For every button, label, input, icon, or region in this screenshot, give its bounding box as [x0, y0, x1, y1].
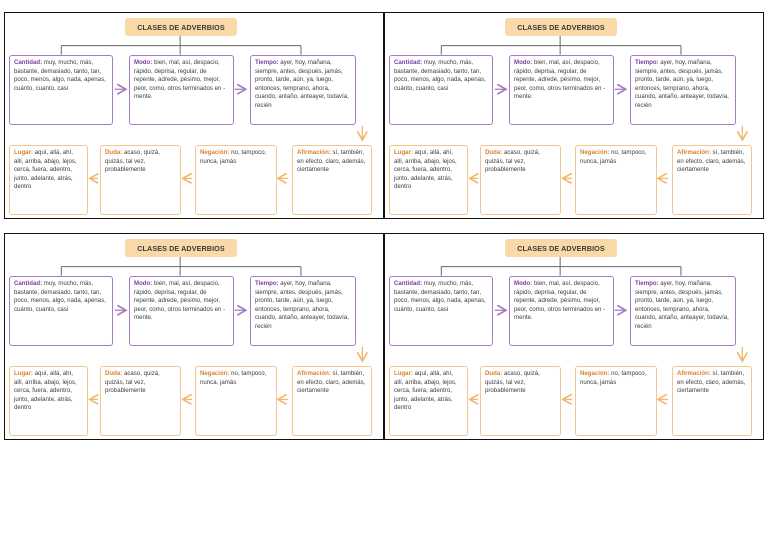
label-negacion: Negación: [580, 370, 610, 377]
diagram-panel-4: CLASES DE ADVERBIOS Cantidad: muy, mucho… [384, 233, 764, 440]
text-cantidad: muy, mucho, más, bastante, demasiado, ta… [394, 280, 486, 313]
label-duda: Duda: [485, 370, 503, 377]
text-tiempo: ayer, hoy, mañana, siempre, antes, despu… [635, 280, 729, 330]
text-afirmacion: sí, también, en efecto, claro, además, c… [677, 149, 746, 174]
box-cantidad: Cantidad: muy, mucho, más, bastante, dem… [389, 55, 493, 125]
label-afirmacion: Afirmación: [297, 370, 331, 377]
box-negacion: Negación: no, tampoco, nunca, jamás [195, 366, 277, 436]
box-cantidad: Cantidad: muy, mucho, más, bastante, dem… [9, 55, 113, 125]
label-duda: Duda: [105, 149, 123, 156]
box-cantidad: Cantidad: muy, mucho, más, bastante, dem… [389, 276, 493, 346]
box-duda: Duda: acaso, quizá, quizás, tal vez, pro… [100, 145, 181, 215]
text-duda: acaso, quizá, quizás, tal vez, probablem… [485, 370, 540, 395]
text-duda: acaso, quizá, quizás, tal vez, probablem… [105, 149, 160, 174]
label-lugar: Lugar: [394, 370, 413, 377]
label-negacion: Negación: [200, 370, 230, 377]
box-afirmacion: Afirmación: sí, también, en efecto, clar… [672, 366, 752, 436]
diagram-title: CLASES DE ADVERBIOS [505, 18, 617, 36]
label-cantidad: Cantidad: [14, 59, 43, 66]
box-afirmacion: Afirmación: sí, también, en efecto, clar… [292, 366, 372, 436]
label-cantidad: Cantidad: [394, 59, 423, 66]
box-modo: Modo: bien, mal, así, despacio, rápido, … [509, 55, 614, 125]
text-modo: bien, mal, así, despacio, rápido, depris… [514, 59, 606, 101]
box-duda: Duda: acaso, quizá, quizás, tal vez, pro… [100, 366, 181, 436]
box-tiempo: Tiempo: ayer, hoy, mañana, siempre, ante… [630, 55, 736, 125]
label-duda: Duda: [105, 370, 123, 377]
text-lugar: aquí, allá, ahí, allí, arriba, abajo, le… [394, 370, 457, 412]
box-afirmacion: Afirmación: sí, también, en efecto, clar… [292, 145, 372, 215]
text-cantidad: muy, mucho, más, bastante, demasiado, ta… [14, 59, 106, 92]
text-negacion: no, tampoco, nunca, jamás [580, 149, 647, 165]
text-modo: bien, mal, así, despacio, rápido, depris… [134, 59, 226, 101]
diagram-panel-2: CLASES DE ADVERBIOS Cantidad: muy, mucho… [384, 12, 764, 219]
label-negacion: Negación: [580, 149, 610, 156]
connector-lines [60, 256, 383, 439]
label-modo: Modo: [514, 280, 533, 287]
label-cantidad: Cantidad: [394, 280, 423, 287]
box-cantidad: Cantidad: muy, mucho, más, bastante, dem… [9, 276, 113, 346]
label-lugar: Lugar: [14, 370, 33, 377]
label-modo: Modo: [134, 280, 153, 287]
label-modo: Modo: [514, 59, 533, 66]
text-modo: bien, mal, así, despacio, rápido, depris… [514, 280, 606, 322]
text-cantidad: muy, mucho, más, bastante, demasiado, ta… [14, 280, 106, 313]
label-afirmacion: Afirmación: [297, 149, 331, 156]
text-lugar: aquí, allá, ahí, allí, arriba, abajo, le… [394, 149, 457, 191]
connector-lines [440, 35, 763, 218]
text-duda: acaso, quizá, quizás, tal vez, probablem… [105, 370, 160, 395]
box-tiempo: Tiempo: ayer, hoy, mañana, siempre, ante… [630, 276, 736, 346]
label-tiempo: Tiempo: [255, 280, 279, 287]
box-negacion: Negación: no, tampoco, nunca, jamás [575, 366, 657, 436]
label-tiempo: Tiempo: [635, 59, 659, 66]
text-duda: acaso, quizá, quizás, tal vez, probablem… [485, 149, 540, 174]
box-tiempo: Tiempo: ayer, hoy, mañana, siempre, ante… [250, 55, 356, 125]
box-modo: Modo: bien, mal, así, despacio, rápido, … [129, 55, 234, 125]
box-duda: Duda: acaso, quizá, quizás, tal vez, pro… [480, 366, 561, 436]
text-modo: bien, mal, así, despacio, rápido, depris… [134, 280, 226, 322]
box-negacion: Negación: no, tampoco, nunca, jamás [575, 145, 657, 215]
text-negacion: no, tampoco, nunca, jamás [200, 370, 267, 386]
box-negacion: Negación: no, tampoco, nunca, jamás [195, 145, 277, 215]
text-tiempo: ayer, hoy, mañana, siempre, antes, despu… [255, 59, 349, 109]
box-lugar: Lugar: aquí, allá, ahí, allí, arriba, ab… [9, 145, 88, 215]
box-lugar: Lugar: aquí, allá, ahí, allí, arriba, ab… [389, 366, 468, 436]
label-cantidad: Cantidad: [14, 280, 43, 287]
label-afirmacion: Afirmación: [677, 370, 711, 377]
box-modo: Modo: bien, mal, así, despacio, rápido, … [509, 276, 614, 346]
text-afirmacion: sí, también, en efecto, claro, además, c… [297, 149, 366, 174]
diagram-title: CLASES DE ADVERBIOS [125, 18, 237, 36]
text-lugar: aquí, allá, ahí, allí, arriba, abajo, le… [14, 149, 77, 191]
text-lugar: aquí, allá, ahí, allí, arriba, abajo, le… [14, 370, 77, 412]
text-afirmacion: sí, también, en efecto, claro, además, c… [677, 370, 746, 395]
diagram-title: CLASES DE ADVERBIOS [125, 239, 237, 257]
label-lugar: Lugar: [394, 149, 413, 156]
text-tiempo: ayer, hoy, mañana, siempre, antes, despu… [635, 59, 729, 109]
text-negacion: no, tampoco, nunca, jamás [580, 370, 647, 386]
label-afirmacion: Afirmación: [677, 149, 711, 156]
diagram-title: CLASES DE ADVERBIOS [505, 239, 617, 257]
connector-lines [60, 35, 383, 218]
box-lugar: Lugar: aquí, allá, ahí, allí, arriba, ab… [389, 145, 468, 215]
diagram-panel-3: CLASES DE ADVERBIOS Cantidad: muy, mucho… [4, 233, 384, 440]
box-tiempo: Tiempo: ayer, hoy, mañana, siempre, ante… [250, 276, 356, 346]
text-tiempo: ayer, hoy, mañana, siempre, antes, despu… [255, 280, 349, 330]
label-duda: Duda: [485, 149, 503, 156]
box-modo: Modo: bien, mal, así, despacio, rápido, … [129, 276, 234, 346]
text-negacion: no, tampoco, nunca, jamás [200, 149, 267, 165]
label-tiempo: Tiempo: [255, 59, 279, 66]
connector-lines [440, 256, 763, 439]
box-afirmacion: Afirmación: sí, también, en efecto, clar… [672, 145, 752, 215]
diagram-panel-1: CLASES DE ADVERBIOS Cantidad: muy, mucho… [4, 12, 384, 219]
box-lugar: Lugar: aquí, allá, ahí, allí, arriba, ab… [9, 366, 88, 436]
box-duda: Duda: acaso, quizá, quizás, tal vez, pro… [480, 145, 561, 215]
text-afirmacion: sí, también, en efecto, claro, además, c… [297, 370, 366, 395]
label-tiempo: Tiempo: [635, 280, 659, 287]
text-cantidad: muy, mucho, más, bastante, demasiado, ta… [394, 59, 486, 92]
label-lugar: Lugar: [14, 149, 33, 156]
label-negacion: Negación: [200, 149, 230, 156]
label-modo: Modo: [134, 59, 153, 66]
